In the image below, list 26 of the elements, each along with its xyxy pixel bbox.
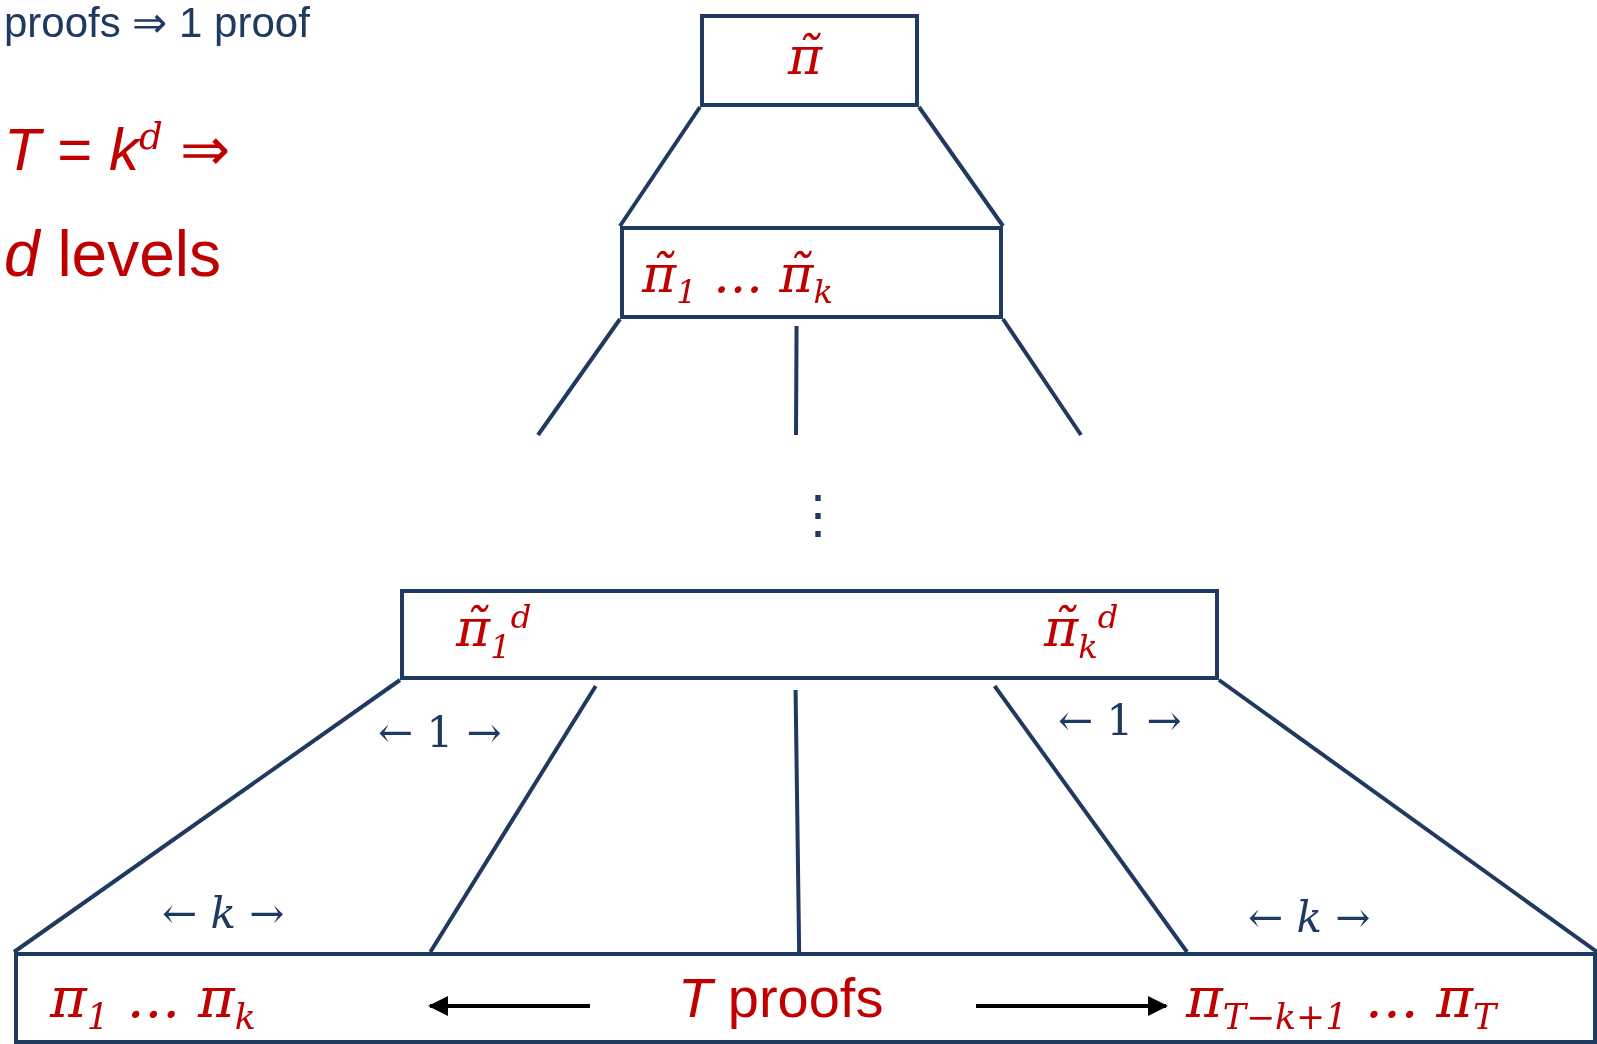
levels-text: d levels (4, 222, 221, 286)
tree-line (618, 105, 702, 228)
proof-symbol: π̃ (788, 30, 823, 82)
tree-line (1217, 678, 1597, 954)
tree-line (992, 684, 1189, 954)
ellipsis-text: ⋮ (792, 488, 844, 540)
tree-line (794, 326, 799, 435)
width-annotation: ← k → (162, 893, 285, 935)
width-annotation: ← 1 → (1058, 700, 1182, 742)
tree-line (428, 684, 598, 954)
tree-line (12, 678, 402, 954)
tree-line (536, 317, 622, 437)
proof-box (700, 14, 919, 107)
proof-symbol: π$_{T−k+1}$ ... π$_{T}$ (1186, 970, 1497, 1035)
tree-line (793, 689, 802, 953)
proof-box (620, 226, 1003, 319)
width-annotation: ← k → (1248, 897, 1371, 939)
proof-symbol: π$_{1}$ ... π$_{k}$ (50, 970, 256, 1035)
width-annotation: ← 1 → (378, 712, 502, 754)
proof-box (400, 589, 1219, 680)
statement-text: proofs ⇒ 1 proof (4, 2, 310, 44)
tree-line (917, 105, 1005, 228)
tree-line (1001, 317, 1083, 437)
proof-symbol: π̃$_{1}$ ... π̃$_{k}$ (642, 248, 834, 309)
proof-box (14, 952, 1597, 1044)
formula-text: T = k$^{d}$ ⇒ (4, 118, 230, 180)
